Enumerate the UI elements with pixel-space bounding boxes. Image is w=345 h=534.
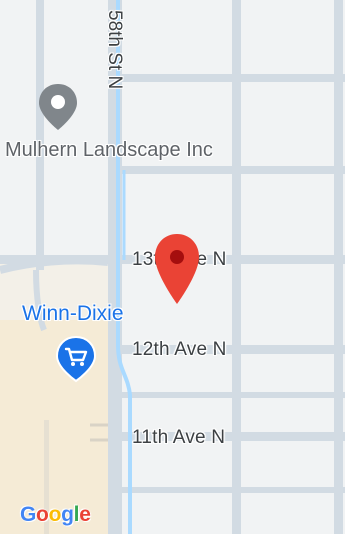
shopping-cart-icon[interactable] [53,335,99,383]
street-label-11th-ave: 11th Ave N [132,427,226,448]
google-logo-letter: l [73,503,80,526]
road-vertical-left [36,0,44,270]
red-location-marker-icon[interactable] [153,232,201,306]
street-label-58th-st: 58th St N [104,10,125,90]
road-vertical-right [334,0,343,534]
commercial-area-curve [0,256,108,320]
road-horizontal-2 [122,166,345,174]
road-horizontal-mid [122,392,345,398]
google-logo-letter: G [20,503,37,526]
road-12th-ave [122,345,345,354]
google-logo: Google [20,503,91,527]
store-label-winn-dixie[interactable]: Winn-Dixie [22,302,124,325]
place-pin-icon[interactable] [35,82,81,132]
road-vertical-mid [232,0,241,534]
service-road [44,420,49,534]
road-horizontal-bottom [122,487,345,493]
google-logo-letter: g [61,503,74,526]
road-curve-inner [33,269,47,332]
canal [116,0,132,534]
service-road-hooks [90,423,108,442]
google-logo-letter: e [79,503,91,526]
google-logo-letter: o [48,503,62,526]
poi-label-landscape[interactable]: Mulhern Landscape Inc [5,139,213,161]
road-11th-ave [122,432,345,441]
google-logo-letter: o [36,503,49,526]
road-horizontal-top [122,74,345,82]
road-curve [0,256,109,274]
street-label-12th-ave: 12th Ave N [132,339,227,360]
